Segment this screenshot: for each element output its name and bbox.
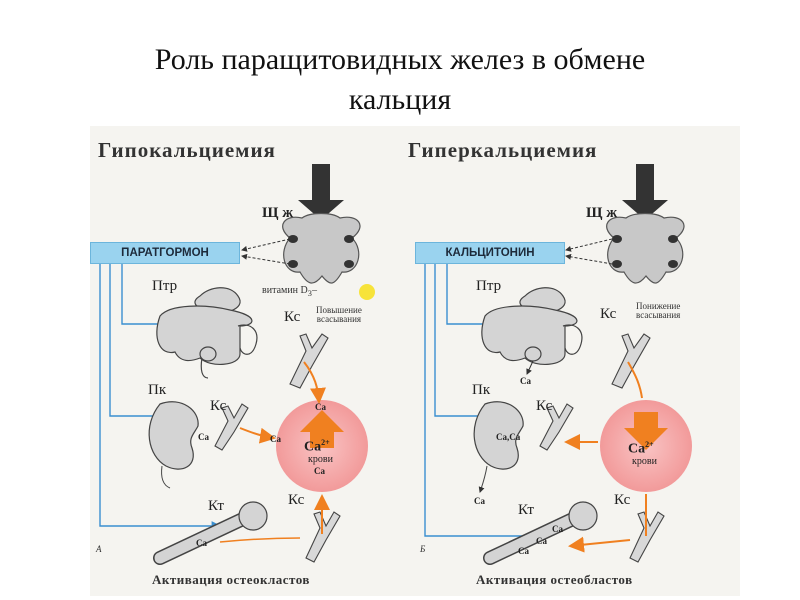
right-blood-ca-charge: 2+	[645, 440, 654, 449]
left-control-lines	[99, 262, 222, 531]
left-caption: Активация остеокластов	[152, 572, 310, 587]
vitamin-d-dot	[359, 284, 375, 300]
left-vessel-label-3: Кс	[288, 492, 305, 508]
right-vessel-label-2: Кс	[536, 398, 553, 414]
right-thyroid-label: Щ ж	[586, 205, 618, 221]
left-secretion-arrow-2	[241, 253, 291, 265]
right-vessel-label-3: Кс	[614, 492, 631, 508]
left-vitamin-text: витамин D	[262, 285, 308, 296]
right-kidney-label: Пк	[472, 382, 491, 398]
right-caption: Активация остеобластов	[476, 572, 633, 587]
right-bone	[483, 501, 598, 565]
right-vessel-label-1: Кс	[600, 306, 617, 322]
right-ca-urine: Са	[474, 496, 485, 506]
left-bone-label: Кт	[208, 498, 224, 514]
right-ca-intestine: Са	[520, 376, 531, 386]
right-intestine	[481, 287, 583, 365]
figure-drawing	[99, 164, 692, 565]
left-absorption-note: Повышение всасывания	[316, 306, 362, 324]
right-thyroid-arrow	[622, 164, 668, 220]
left-thyroid-arrow	[298, 164, 344, 220]
left-vessel-label-1: Кс	[284, 309, 301, 325]
right-vessels	[539, 333, 665, 563]
left-absorption-line-1: Повышение	[316, 305, 362, 315]
right-hormone-box: КАЛЬЦИТОНИН	[415, 242, 565, 264]
left-blood-up-arrow	[300, 410, 344, 448]
right-panel-letter: Б	[420, 544, 426, 554]
left-bone	[153, 501, 268, 565]
right-ca-bone-2: Са	[536, 536, 547, 546]
right-absorption-line-1: Понижение	[636, 301, 681, 311]
left-thyroid-label: Щ ж	[262, 205, 294, 221]
left-ca-bottom: Са	[314, 466, 325, 476]
right-absorption-note: Понижение всасывания	[636, 302, 680, 320]
left-panel-letter: А	[96, 544, 102, 554]
right-blood-ca-symbol: Са	[628, 441, 646, 457]
right-blood-down-arrow	[624, 412, 668, 450]
left-ca-bone: Са	[196, 538, 207, 548]
right-heading: Гиперкальциемия	[408, 138, 598, 162]
right-bone-label: Кт	[518, 502, 534, 518]
left-secretion-arrow-1	[241, 238, 291, 252]
left-kidney	[148, 401, 199, 489]
slide-title-line-2: кальция	[348, 83, 452, 116]
slide-title-line-1: Роль паращитовидных желез в обмене	[154, 43, 646, 76]
left-vitamin-sub: 3	[307, 289, 312, 298]
slide-title: Роль паращитовидных желез в обмене кальц…	[0, 40, 800, 120]
left-blood-ca-charge: 2+	[321, 438, 330, 447]
right-blood-word: крови	[632, 456, 657, 467]
right-ca-bone-3: Са	[518, 546, 529, 556]
right-intestine-label: Птр	[476, 278, 502, 294]
right-secretion-arrow-1	[565, 238, 613, 252]
left-kidney-label: Пк	[148, 382, 167, 398]
left-absorption-line-2: всасывания	[316, 314, 362, 324]
right-kidney	[473, 401, 524, 493]
left-thyroid-gland	[282, 212, 361, 284]
left-hormone-box: ПАРАТГОРМОН	[90, 242, 240, 264]
left-heading: Гипокальциемия	[98, 138, 276, 162]
left-ca-left: Са	[270, 434, 281, 444]
right-intestine-excretion-arrow	[526, 360, 534, 375]
left-blood-ca-symbol: Са	[304, 439, 322, 455]
left-blood-word: крови	[308, 454, 333, 465]
calcium-regulation-figure: Гипокальциемия Щ ж ПАРАТГОРМОН Птр витам…	[90, 126, 740, 596]
left-flow-arrows	[219, 361, 330, 543]
left-intestine	[156, 287, 258, 379]
left-intestine-label: Птр	[152, 278, 178, 294]
right-blood-ca: Са2+	[628, 440, 654, 458]
left-vessel-label-2: Кс	[210, 398, 227, 414]
right-ca-kidney: Са,Са	[496, 432, 521, 442]
right-thyroid-gland	[606, 212, 685, 284]
right-flow-arrows	[564, 361, 647, 553]
right-control-lines	[424, 262, 547, 541]
left-ca-kidney: Са	[198, 432, 209, 442]
right-ca-bone-1: Са	[552, 524, 563, 534]
left-ca-top: Са	[315, 402, 326, 412]
left-vessels	[214, 333, 341, 563]
right-secretion-arrow-2	[565, 253, 613, 265]
left-vitamin-label: витамин D3–	[262, 285, 317, 299]
right-absorption-line-2: всасывания	[636, 310, 681, 320]
left-blood-ca: Са2+	[304, 438, 330, 456]
